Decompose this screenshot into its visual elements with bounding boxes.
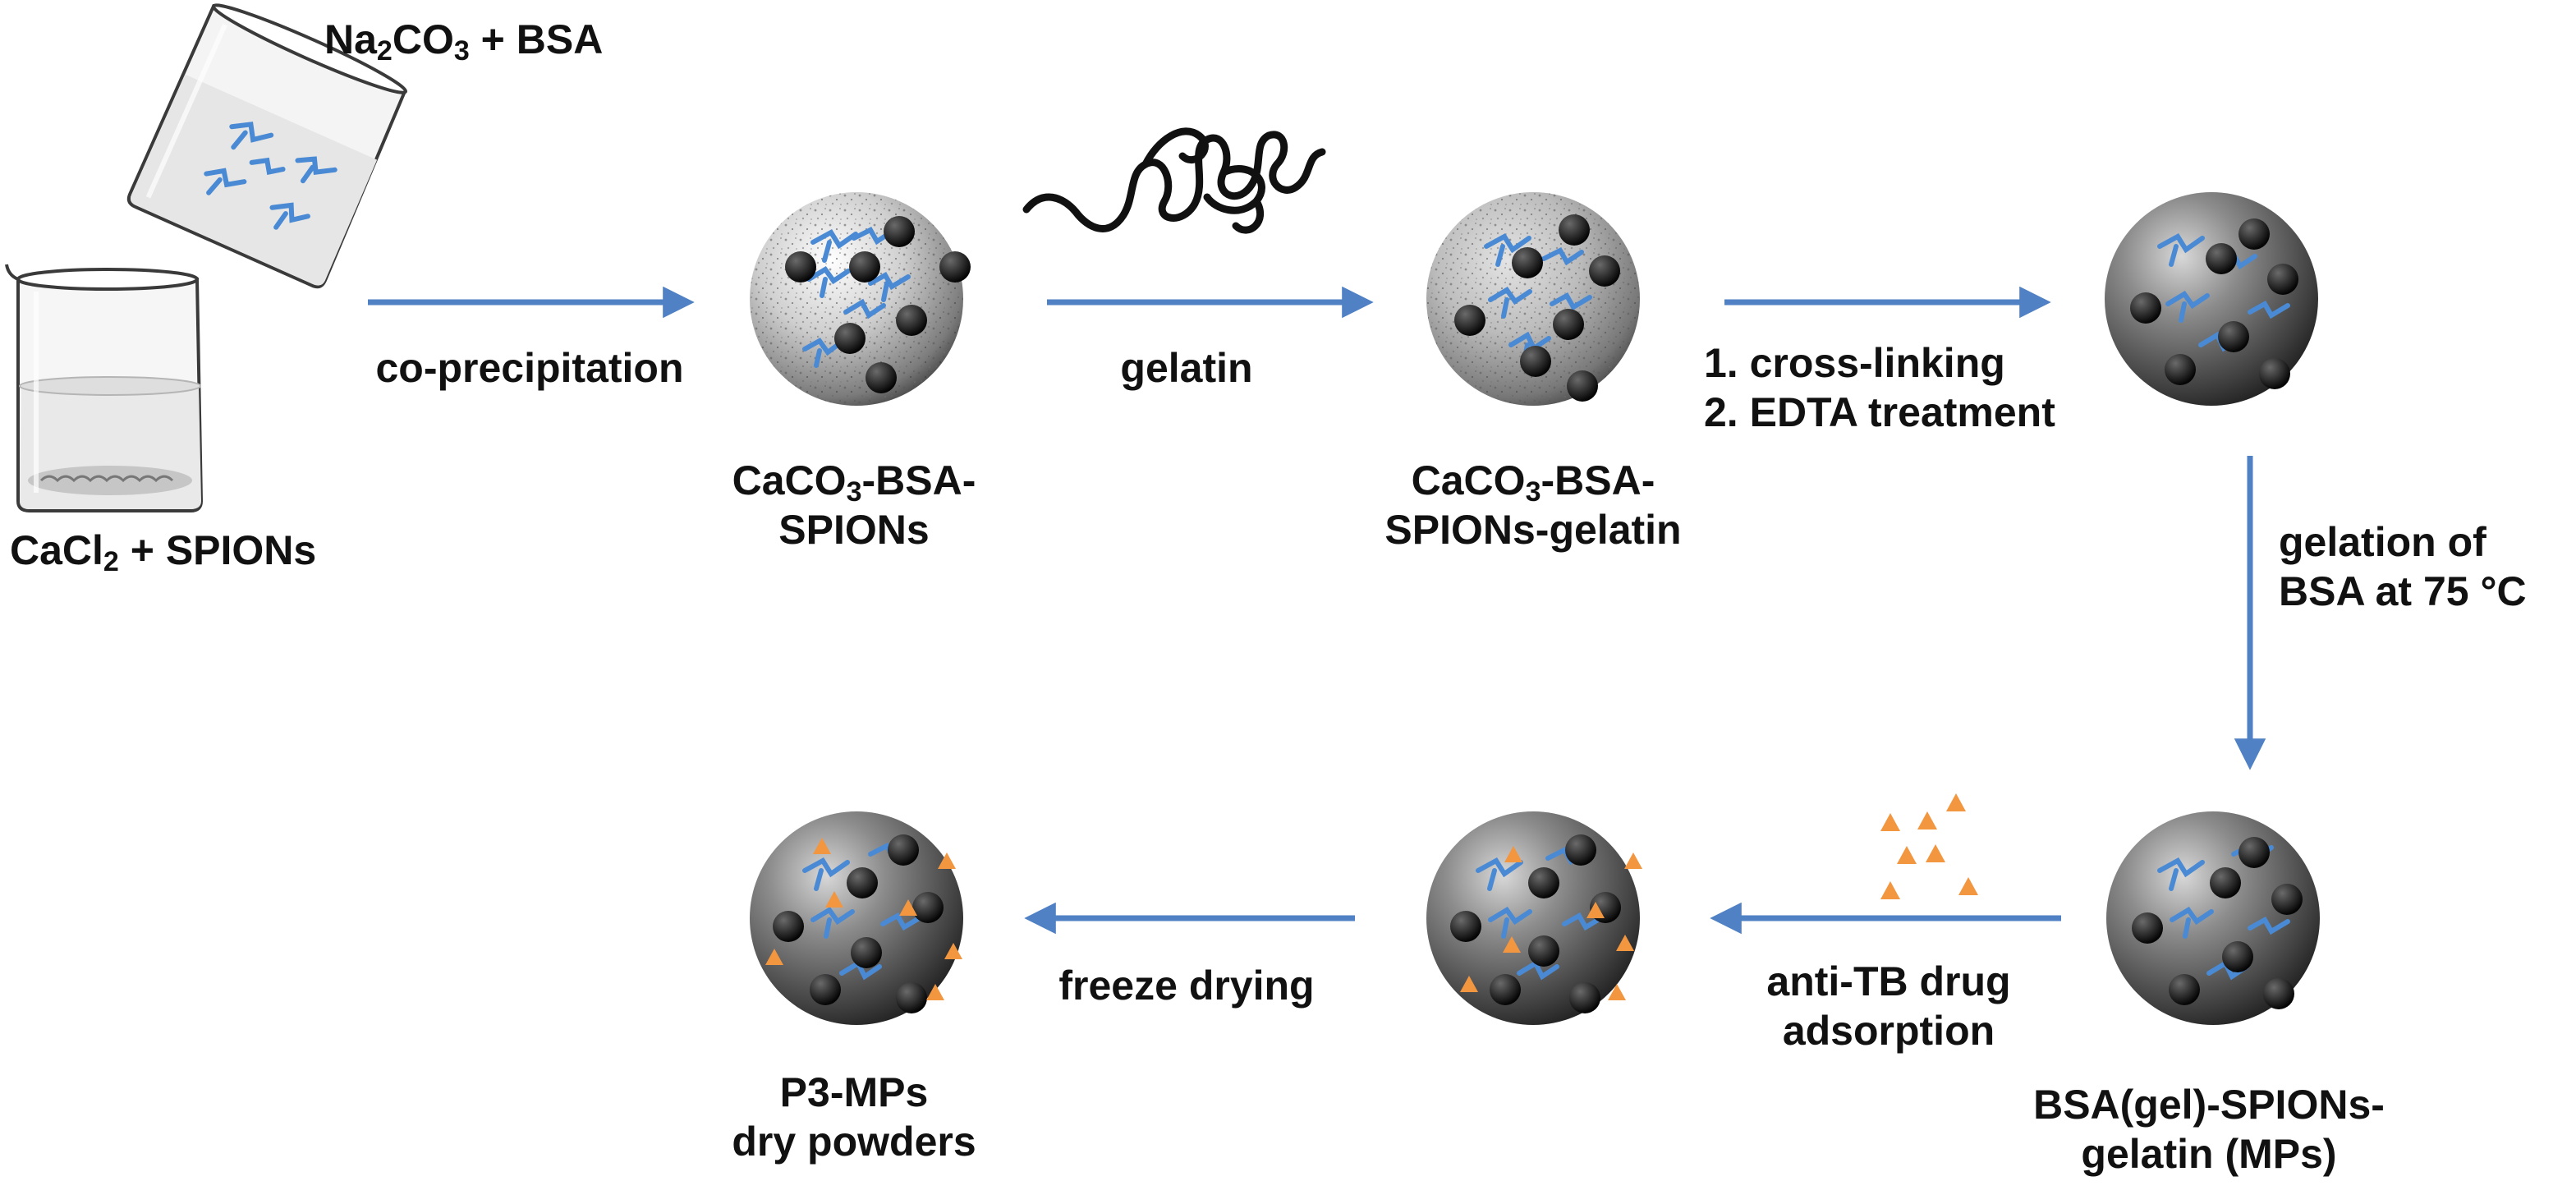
particle-drug-loaded — [1426, 811, 1642, 1025]
particle-caco3-bsa-spions-gelatin — [1426, 192, 1640, 406]
step-crosslinking-line1: 1. cross-linking — [1704, 340, 2005, 386]
step-drug-adsorption: anti-TB drug adsorption — [1766, 957, 2010, 1055]
label-na2co3-b: CO — [392, 16, 454, 62]
step-drug-adsorption-line2: adsorption — [1782, 1008, 1995, 1054]
label-cacl2-spions: CaCl2 + SPIONs — [10, 526, 317, 577]
gelatin-chain-icon — [1022, 127, 1326, 234]
label-cacl2-a-sub: 2 — [103, 546, 119, 577]
step-crosslinking: 1. cross-linking 2. EDTA treatment — [1704, 338, 2055, 437]
beaker-na2co3-icon — [126, 3, 408, 289]
step-drug-adsorption-line1: anti-TB drug — [1766, 958, 2011, 1004]
particle-after-edta — [2105, 192, 2318, 406]
label-particle-1-line2: SPIONs — [778, 507, 930, 553]
label-particle-mps-line1: BSA(gel)-SPIONs- — [2033, 1082, 2385, 1128]
particle-p3-mps — [750, 811, 963, 1025]
label-particle-final-line1: P3-MPs — [779, 1069, 929, 1115]
label-na2co3-a-sub: 2 — [376, 35, 393, 67]
step-gelatin: gelatin — [1120, 345, 1253, 391]
label-particle-final-line2: dry powders — [732, 1119, 976, 1165]
label-particle-2-b: -BSA- — [1541, 457, 1655, 503]
label-na2co3-c: + BSA — [469, 16, 604, 62]
label-na2co3-bsa: Na2CO3 + BSA — [324, 15, 604, 67]
label-particle-1-b: -BSA- — [861, 457, 976, 503]
drug-molecules-icon — [1880, 793, 1978, 899]
label-particle-2-a: CaCO — [1411, 457, 1526, 503]
label-na2co3-b-sub: 3 — [453, 35, 470, 67]
label-particle-mps: BSA(gel)-SPIONs- gelatin (MPs) — [2033, 1080, 2385, 1179]
step-gelation: gelation of BSA at 75 °C — [2279, 517, 2527, 616]
label-particle-2: CaCO3-BSA- SPIONs-gelatin — [1384, 456, 1681, 554]
particle-caco3-bsa-spions — [750, 192, 971, 406]
label-particle-mps-line2: gelatin (MPs) — [2081, 1131, 2337, 1177]
particle-mps — [2106, 811, 2320, 1025]
label-cacl2-b: + SPIONs — [118, 527, 317, 573]
label-particle-2-line2: SPIONs-gelatin — [1384, 507, 1682, 553]
label-particle-1-a: CaCO — [732, 457, 847, 503]
label-cacl2-a: CaCl — [10, 527, 103, 573]
label-particle-final: P3-MPs dry powders — [732, 1068, 976, 1166]
label-particle-1-a-sub: 3 — [846, 476, 862, 508]
beaker-cacl2-icon — [5, 264, 204, 512]
step-coprecipitation: co-precipitation — [375, 345, 684, 391]
step-freeze-drying: freeze drying — [1058, 963, 1315, 1009]
spion-dots — [785, 216, 971, 393]
label-particle-1: CaCO3-BSA- SPIONs — [732, 456, 976, 554]
label-na2co3-a: Na — [324, 16, 377, 62]
step-gelation-line2: BSA at 75 °C — [2279, 568, 2527, 614]
step-crosslinking-line2: 2. EDTA treatment — [1704, 389, 2055, 435]
label-particle-2-a-sub: 3 — [1525, 476, 1541, 508]
step-gelation-line1: gelation of — [2279, 519, 2486, 565]
